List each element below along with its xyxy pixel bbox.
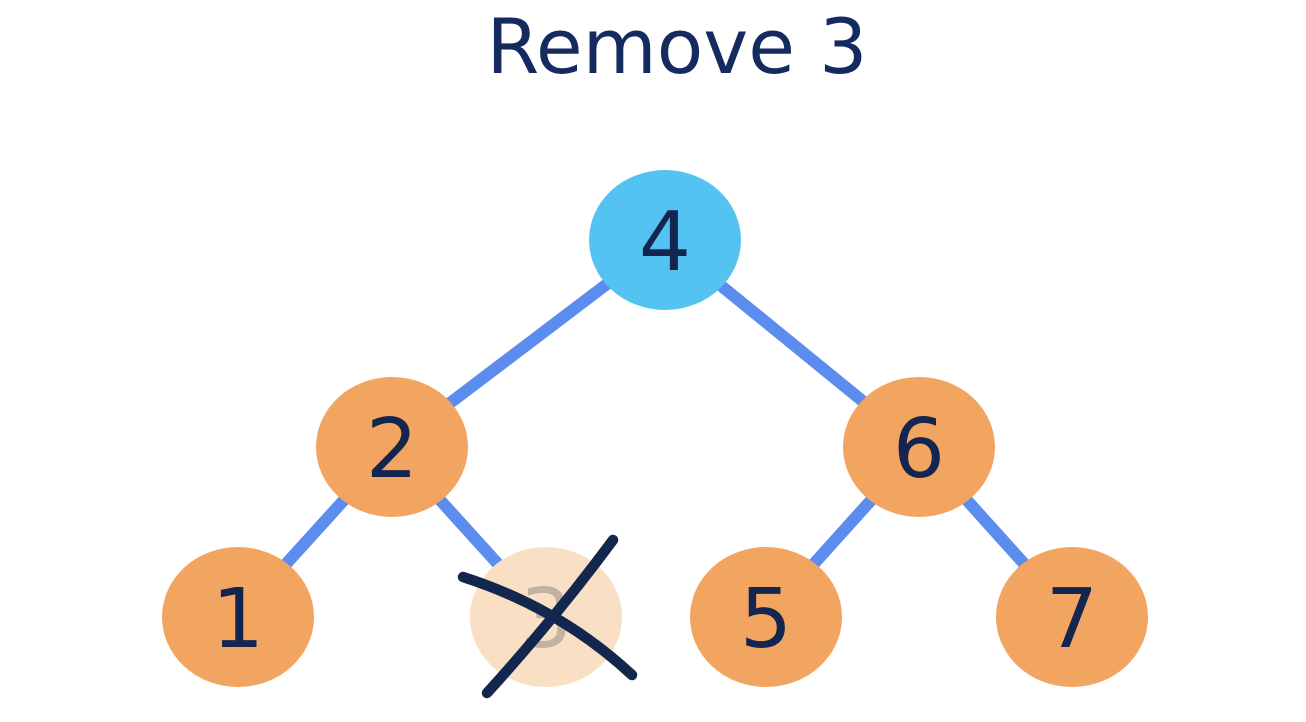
- tree-node-4: 4: [589, 170, 741, 310]
- cross-stroke-2: [457, 571, 638, 681]
- node-circle-2: [316, 377, 468, 517]
- node-value-7: 7: [1046, 572, 1098, 667]
- tree-node-7: 7: [996, 547, 1148, 687]
- tree-node-2: 2: [316, 377, 468, 517]
- tree-node-6: 6: [843, 377, 995, 517]
- node-value-2: 2: [366, 402, 418, 497]
- node-circle-7: [996, 547, 1148, 687]
- node-circle-1: [162, 547, 314, 687]
- node-value-6: 6: [893, 402, 945, 497]
- diagram-title: Remove 3: [487, 2, 868, 91]
- node-circle-6: [843, 377, 995, 517]
- node-value-4: 4: [639, 195, 691, 290]
- node-value-1: 1: [212, 572, 264, 667]
- node-circle-5: [690, 547, 842, 687]
- node-value-5: 5: [740, 572, 792, 667]
- tree-node-1: 1: [162, 547, 314, 687]
- node-circle-4: [589, 170, 741, 310]
- tree-node-5: 5: [690, 547, 842, 687]
- removal-cross-mark: [457, 534, 638, 699]
